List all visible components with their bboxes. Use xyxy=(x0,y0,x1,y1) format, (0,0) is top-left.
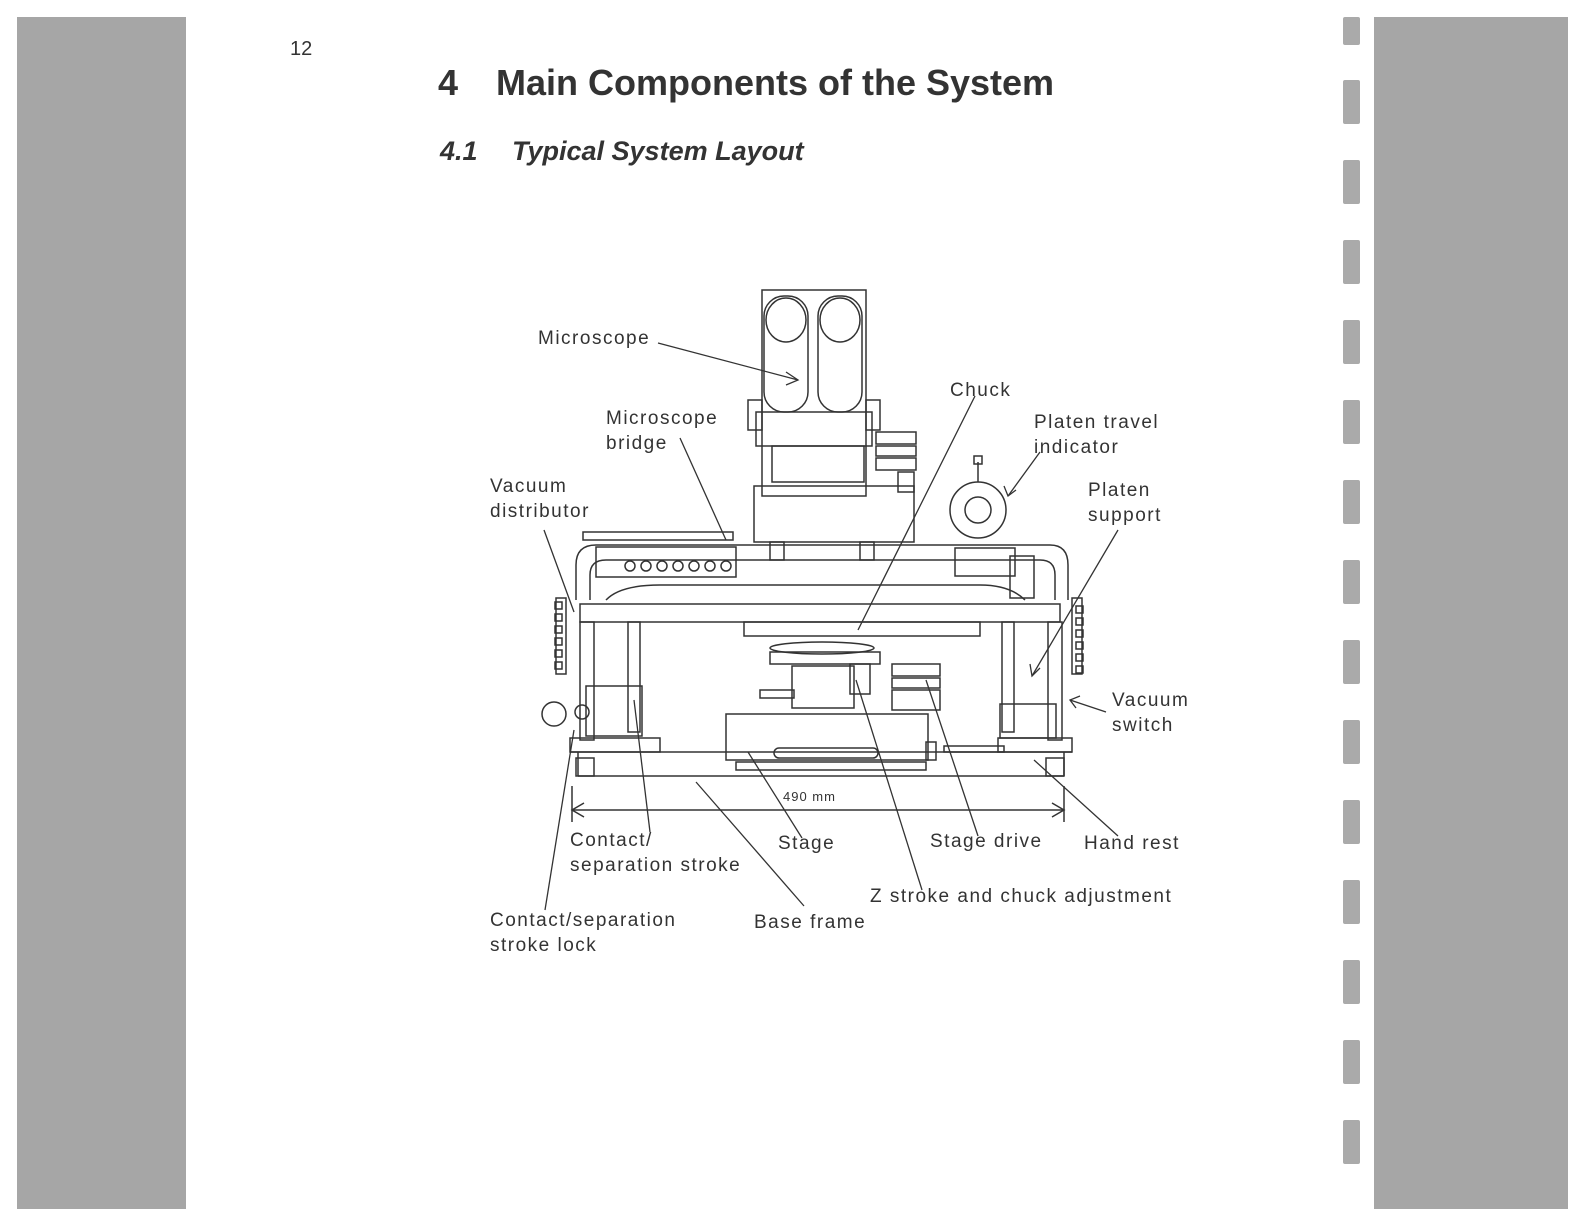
label-vacuum-distributor: Vacuum distributor xyxy=(490,474,590,524)
dimension-label: 490 mm xyxy=(783,789,836,804)
label-line: stroke lock xyxy=(490,933,677,958)
label-platen-support: Platen support xyxy=(1088,478,1162,528)
label-line: distributor xyxy=(490,499,590,524)
label-z-stroke: Z stroke and chuck adjustment xyxy=(870,884,1172,909)
label-line: indicator xyxy=(1034,435,1159,460)
label-line: Vacuum xyxy=(1112,688,1189,713)
label-stage-drive: Stage drive xyxy=(930,829,1043,854)
label-chuck: Chuck xyxy=(950,378,1011,403)
label-line: bridge xyxy=(606,431,718,456)
label-line: support xyxy=(1088,503,1162,528)
label-vacuum-switch: Vacuum switch xyxy=(1112,688,1189,738)
label-contact-separation-stroke: Contact/ separation stroke xyxy=(570,828,741,878)
label-line: Vacuum xyxy=(490,474,590,499)
label-line: Microscope xyxy=(606,406,718,431)
label-stage: Stage xyxy=(778,831,835,856)
label-line: separation stroke xyxy=(570,853,741,878)
platen-indicator-drawing xyxy=(950,456,1006,538)
label-hand-rest: Hand rest xyxy=(1084,831,1180,856)
label-line: Contact/ xyxy=(570,828,741,853)
label-base-frame: Base frame xyxy=(754,910,866,935)
label-line: Contact/separation xyxy=(490,908,677,933)
label-contact-separation-lock: Contact/separation stroke lock xyxy=(490,908,677,958)
label-microscope-bridge: Microscope bridge xyxy=(606,406,718,456)
microscope-drawing xyxy=(748,290,916,542)
chuck-stage-drawing xyxy=(726,642,1004,770)
label-platen-travel-indicator: Platen travel indicator xyxy=(1034,410,1159,460)
label-microscope: Microscope xyxy=(538,326,650,351)
label-line: Platen xyxy=(1088,478,1162,503)
label-line: Platen travel xyxy=(1034,410,1159,435)
label-line: switch xyxy=(1112,713,1189,738)
